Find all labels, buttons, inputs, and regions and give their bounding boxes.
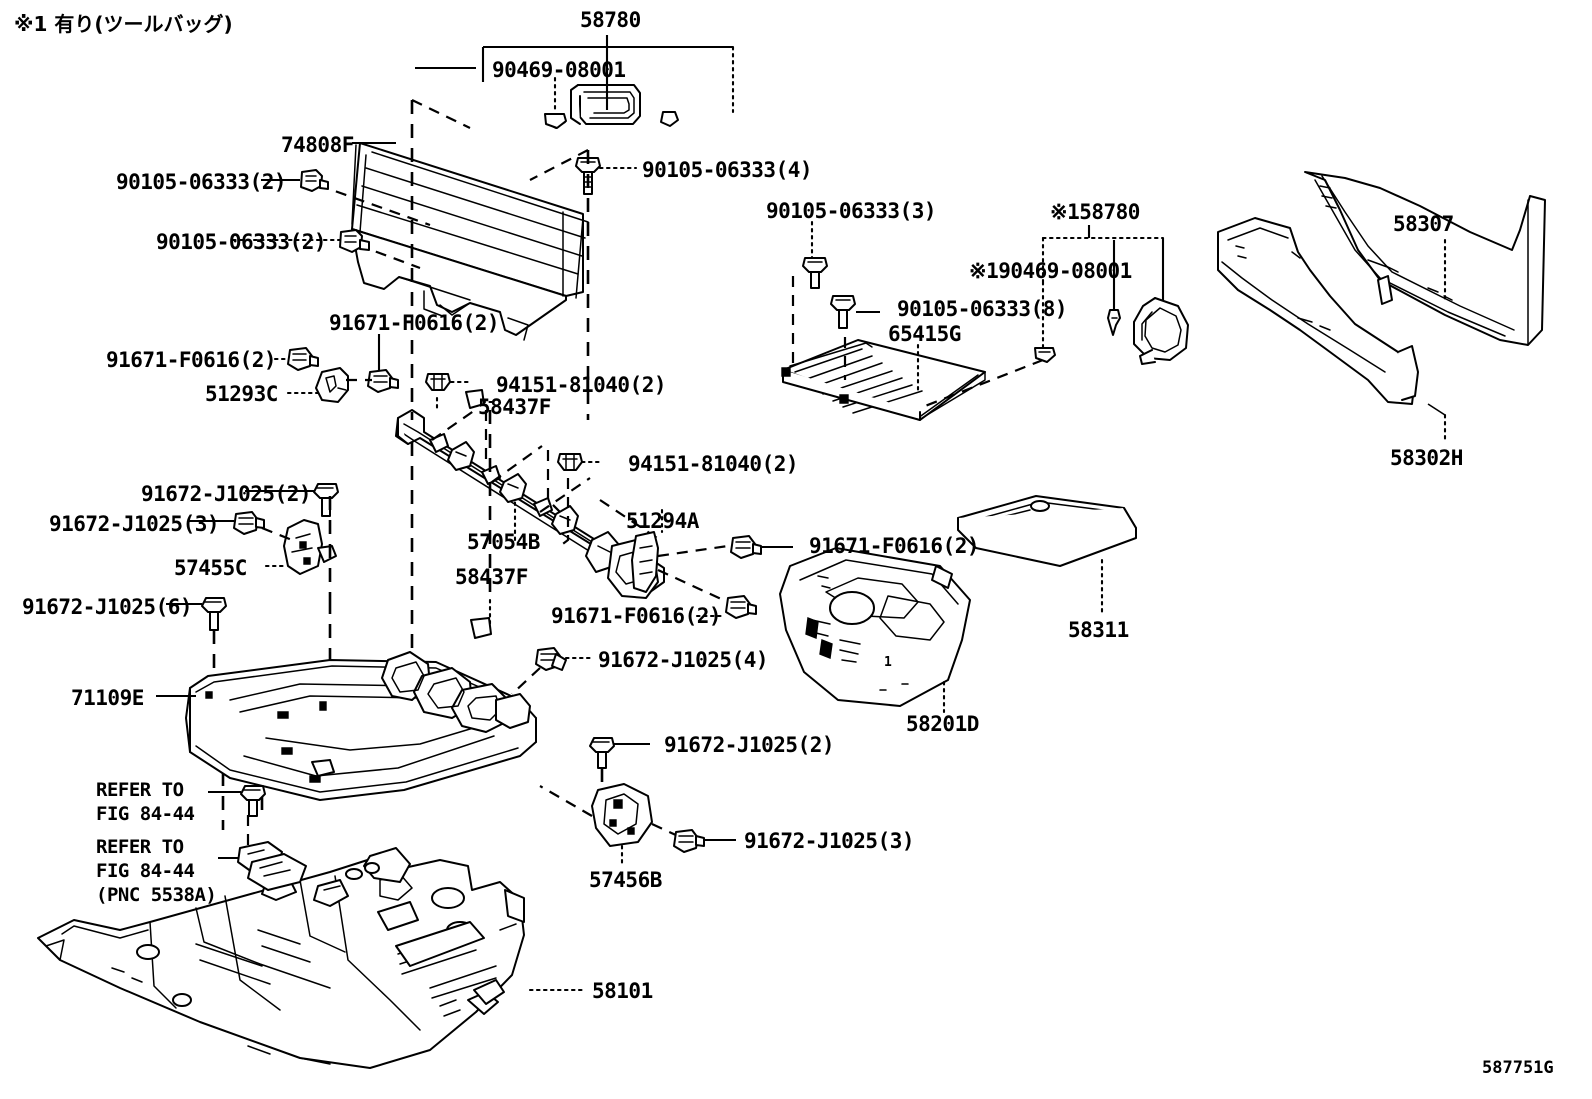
label-90105-06333-8[interactable]: 90105-06333(8) (897, 297, 1068, 321)
part-57455C-bracket (283, 519, 337, 575)
label-91672-J1025-2a[interactable]: 91672-J1025(2) (141, 482, 312, 506)
label-74808F[interactable]: 74808F (281, 133, 354, 157)
label-91672-J1025-2b[interactable]: 91672-J1025(2) (664, 733, 835, 757)
part-58101-floor-pan (37, 847, 588, 1069)
label-90105-06333-2a[interactable]: 90105-06333(2) (116, 170, 287, 194)
part-51293C-bracket (315, 367, 349, 403)
part-58302H-crossmember (1217, 217, 1419, 405)
leaders-right-panels (1427, 238, 1447, 442)
figure-id: 587751G (1482, 1058, 1554, 1078)
label-94151-81040-2a[interactable]: 94151-81040(2) (496, 373, 667, 397)
part-65415G-panel (781, 339, 986, 421)
label-58201D[interactable]: 58201D (906, 712, 979, 736)
label-91671-F0616-2b[interactable]: 91671-F0616(2) (106, 348, 277, 372)
part-58201D-panel: 1 (779, 547, 971, 714)
label-90105-06333-2b[interactable]: 90105-06333(2) (156, 230, 327, 254)
label-58307[interactable]: 58307 (1393, 212, 1454, 236)
label-57455C[interactable]: 57455C (174, 556, 247, 580)
label-58302H[interactable]: 58302H (1390, 446, 1463, 470)
label-65415G[interactable]: 65415G (888, 322, 961, 346)
svg-text:1: 1 (884, 655, 892, 670)
label-90105-06333-4[interactable]: 90105-06333(4) (642, 158, 813, 182)
label-58101[interactable]: 58101 (592, 979, 653, 1003)
label-51293C[interactable]: 51293C (205, 382, 278, 406)
label-57054B[interactable]: 57054B (467, 530, 540, 554)
label-51294A[interactable]: 51294A (626, 509, 699, 533)
label-58780-star[interactable]: ※158780 (1050, 200, 1140, 224)
label-94151-81040-2b[interactable]: 94151-81040(2) (628, 452, 799, 476)
label-91671-F0616-2c[interactable]: 91671-F0616(2) (809, 534, 980, 558)
label-91671-F0616-2d[interactable]: 91671-F0616(2) (551, 604, 722, 628)
note-japanese: ※1 有り(ツールバッグ) (14, 12, 233, 36)
part-refer-bracket (247, 853, 307, 891)
fasteners-57455C (166, 483, 339, 692)
label-91671-F0616-2a[interactable]: 91671-F0616(2) (329, 311, 500, 335)
label-58437F-a[interactable]: 58437F (478, 395, 551, 419)
part-74808F-deck-board (351, 142, 589, 341)
part-58311-member (957, 495, 1137, 614)
label-91672-J1025-3a[interactable]: 91672-J1025(3) (49, 512, 220, 536)
label-58437F-b[interactable]: 58437F (455, 565, 528, 589)
leaders-65415G (785, 220, 1056, 410)
label-90105-06333-3[interactable]: 90105-06333(3) (766, 199, 937, 223)
label-refer-fig-84-44-a[interactable]: REFER TO FIG 84-44 (96, 779, 195, 825)
leaders-top (231, 35, 735, 270)
label-58311[interactable]: 58311 (1068, 618, 1129, 642)
label-57456B[interactable]: 57456B (589, 868, 662, 892)
label-190469-08001[interactable]: ※190469-08001 (969, 259, 1132, 283)
leaders-rail (425, 373, 661, 639)
label-90469-08001[interactable]: 90469-08001 (492, 58, 626, 82)
label-71109E[interactable]: 71109E (71, 686, 144, 710)
part-51294A-bracket (631, 508, 793, 619)
label-refer-fig-84-44-b[interactable]: REFER TO FIG 84-44 (PNC 5538A) (96, 836, 217, 906)
part-58780-star-hook (1107, 297, 1189, 365)
part-71109E-seat-frame (185, 651, 537, 801)
leaders-58780-star (1041, 225, 1165, 350)
label-91672-J1025-4[interactable]: 91672-J1025(4) (598, 648, 769, 672)
part-58307-rear-panel (1304, 171, 1546, 346)
fasteners-51293C (273, 334, 399, 395)
fasteners-57456B (511, 647, 736, 868)
label-91672-J1025-6[interactable]: 91672-J1025(6) (22, 595, 193, 619)
part-57054B-rail (395, 409, 665, 599)
label-91672-J1025-3b[interactable]: 91672-J1025(3) (744, 829, 915, 853)
label-58780-top[interactable]: 58780 (580, 8, 641, 32)
